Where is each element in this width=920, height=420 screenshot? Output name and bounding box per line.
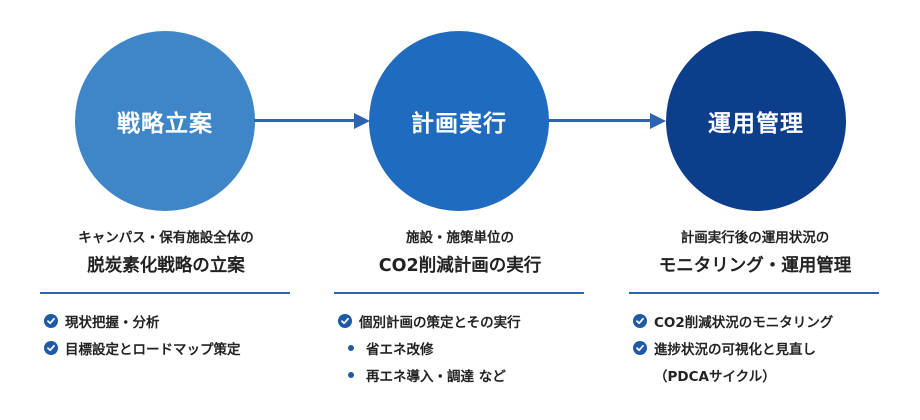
item-list: CO2削減状況のモニタリング進捗状況の可視化と見直し （PDCAサイクル） xyxy=(625,307,885,388)
bullet-dot-icon xyxy=(348,371,354,378)
list-item-text: 進捗状況の可視化と見直し xyxy=(654,341,816,358)
list-item-text: 個別計画の策定とその実行 xyxy=(359,314,521,331)
stage-label: 計画実行 xyxy=(411,111,507,137)
list-item: 現状把握・分析 xyxy=(36,307,296,334)
stage-column-strategy: キャンパス・保有施設全体の 脱炭素化戦略の立案 現状把握・分析目標設定とロードマ… xyxy=(36,228,296,361)
list-item-text: CO2削減状況のモニタリング xyxy=(654,314,834,331)
stage-label: 運用管理 xyxy=(708,111,804,137)
list-item: （PDCAサイクル） xyxy=(625,361,885,388)
check-circle-icon xyxy=(338,313,352,328)
column-title: 脱炭素化戦略の立案 xyxy=(87,256,245,276)
list-item: 進捗状況の可視化と見直し xyxy=(625,334,885,361)
check-circle-icon xyxy=(633,340,647,355)
item-list: 現状把握・分析目標設定とロードマップ策定 xyxy=(36,307,296,361)
column-title: CO2削減計画の実行 xyxy=(378,256,542,276)
arrow-right-icon xyxy=(548,113,666,129)
column-subtitle: キャンパス・保有施設全体の xyxy=(78,230,254,246)
list-item: 目標設定とロードマップ策定 xyxy=(36,334,296,361)
list-item-text: 目標設定とロードマップ策定 xyxy=(65,341,241,358)
divider xyxy=(629,292,879,294)
column-subtitle: 計画実行後の運用状況の xyxy=(680,230,830,246)
list-item-text: 省エネ改修 xyxy=(366,341,434,358)
list-item: 省エネ改修 xyxy=(330,334,590,361)
arrow-line xyxy=(254,119,356,122)
check-circle-icon xyxy=(633,313,647,328)
list-item-text: 現状把握・分析 xyxy=(65,314,160,331)
stage-circle-operation: 運用管理 xyxy=(666,31,846,211)
arrow-head xyxy=(650,113,666,129)
list-item: CO2削減状況のモニタリング xyxy=(625,307,885,334)
check-circle-icon xyxy=(44,340,58,355)
column-subtitle: 施設・施策単位の xyxy=(406,230,514,246)
list-item-text: 再エネ導入・調達 など xyxy=(366,368,506,385)
bullet-dot-icon xyxy=(348,344,354,351)
stage-column-operation: 計画実行後の運用状況の モニタリング・運用管理 CO2削減状況のモニタリング進捗… xyxy=(625,228,885,388)
list-item-text: （PDCAサイクル） xyxy=(654,368,776,385)
stage-column-execution: 施設・施策単位の CO2削減計画の実行 個別計画の策定とその実行省エネ改修再エネ… xyxy=(330,228,590,388)
arrow-head xyxy=(354,113,370,129)
arrow-right-icon xyxy=(254,113,370,129)
stage-circle-strategy: 戦略立案 xyxy=(75,31,255,211)
stage-circle-execution: 計画実行 xyxy=(369,31,549,211)
item-list: 個別計画の策定とその実行省エネ改修再エネ導入・調達 など xyxy=(330,307,590,388)
arrow-line xyxy=(548,119,652,122)
divider xyxy=(40,292,290,294)
divider xyxy=(334,292,584,294)
check-circle-icon xyxy=(44,313,58,328)
column-title: モニタリング・運用管理 xyxy=(658,256,852,276)
stage-label: 戦略立案 xyxy=(117,111,213,137)
list-item: 再エネ導入・調達 など xyxy=(330,361,590,388)
list-item: 個別計画の策定とその実行 xyxy=(330,307,590,334)
